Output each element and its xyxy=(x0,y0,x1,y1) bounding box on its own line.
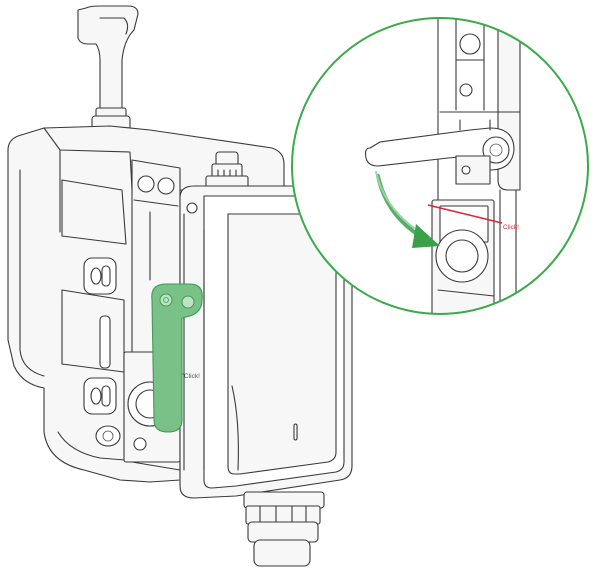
green-lever xyxy=(151,283,203,433)
zoom-callout: Click! xyxy=(291,17,589,315)
bottom-connector xyxy=(243,491,325,567)
click-line xyxy=(427,204,503,224)
device-body: Click! xyxy=(7,5,353,567)
motion-arrowhead xyxy=(412,224,440,248)
click-label-zoom: Click! xyxy=(503,224,519,231)
top-hook xyxy=(77,5,139,141)
zoom-circle-border xyxy=(291,17,589,315)
click-label-main: Click! xyxy=(184,373,200,380)
lever-arm xyxy=(151,283,203,433)
left-side-holes xyxy=(83,257,117,415)
zoom-lever xyxy=(364,119,515,185)
top-knob xyxy=(205,151,249,191)
front-plate xyxy=(179,185,353,499)
